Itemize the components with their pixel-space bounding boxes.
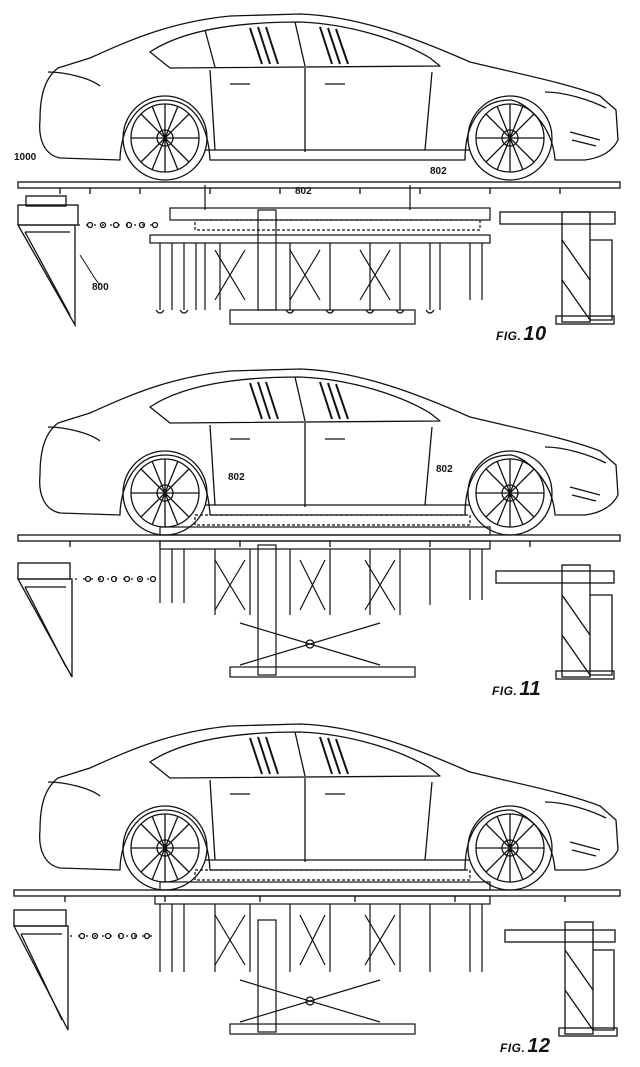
rear-wheel: [122, 95, 208, 181]
figure-prefix: FIG.: [500, 1041, 526, 1055]
car-body-outline: [39, 13, 619, 161]
front-grille-lines: [569, 841, 601, 857]
car-windows: [149, 376, 441, 424]
battery-pack: [194, 514, 471, 526]
ref-802-left: 802: [228, 472, 245, 483]
figure-number: 10: [523, 323, 547, 345]
headlight: [544, 446, 607, 464]
vehicle-side-view: [39, 723, 619, 891]
door-seams: [209, 68, 433, 152]
scissor-lift: [154, 895, 491, 1035]
window-glare-hatching: [249, 736, 349, 775]
tail-light: [47, 71, 101, 87]
figure-12-drawing: [12, 723, 621, 1037]
figure-number: 11: [519, 678, 542, 700]
b-pillar: [294, 376, 306, 422]
car-body-outline: [39, 723, 619, 871]
figure-10-drawing: [16, 13, 621, 328]
front-wheel: [467, 450, 553, 536]
window-glare-hatching: [249, 381, 349, 420]
figure-label: FIG.12: [500, 1035, 551, 1058]
front-wheel: [467, 805, 553, 891]
headlight: [544, 801, 607, 819]
battery-pack: [169, 207, 491, 221]
ref-802-left: 802: [295, 186, 312, 197]
figure-prefix: FIG.: [492, 684, 518, 698]
left-docking-station: [16, 562, 157, 678]
figure-10-panel: 1000 800 802 802 FIG.10: [0, 0, 640, 355]
vehicle-side-view: [39, 368, 619, 536]
figure-11-drawing: [16, 368, 621, 680]
ref-1000: 1000: [14, 152, 37, 163]
a-pillar-trim: [204, 29, 216, 68]
front-grille-lines: [569, 486, 601, 502]
right-docking-station: [499, 211, 616, 325]
front-grille-lines: [569, 131, 601, 147]
car-body-outline: [39, 368, 619, 516]
right-docking-station: [495, 564, 615, 680]
tail-light: [47, 781, 101, 797]
b-pillar: [294, 731, 306, 777]
tail-light: [47, 426, 101, 442]
battery-lift-assembly: [149, 185, 491, 325]
figure-prefix: FIG.: [496, 329, 522, 343]
front-wheel: [467, 95, 553, 181]
door-seams: [209, 778, 433, 862]
battery-lift-assembly: [159, 514, 491, 536]
ref-802-right: 802: [436, 464, 453, 475]
right-docking-station: [504, 921, 618, 1037]
left-docking-station: [12, 909, 155, 1031]
vehicle-side-view: [39, 13, 619, 181]
figure-label: FIG.11: [492, 678, 541, 701]
battery-pack: [194, 869, 471, 881]
headlight: [544, 91, 607, 109]
battery-lift-assembly: [159, 869, 491, 891]
figure-11-panel: 802 802 FIG.11: [0, 355, 640, 710]
ref-802-right: 802: [430, 166, 447, 177]
car-windows: [149, 21, 441, 69]
b-pillar: [294, 21, 306, 67]
floor-rail: [17, 181, 621, 194]
window-glare-hatching: [249, 26, 349, 65]
ref-800: 800: [92, 282, 109, 293]
scissor-lift: [159, 540, 491, 678]
door-seams: [209, 423, 433, 507]
figure-number: 12: [527, 1035, 551, 1057]
figure-12-panel: FIG.12: [0, 710, 640, 1065]
figure-label: FIG.10: [496, 323, 547, 346]
car-windows: [149, 731, 441, 779]
left-docking-station: [16, 195, 159, 328]
